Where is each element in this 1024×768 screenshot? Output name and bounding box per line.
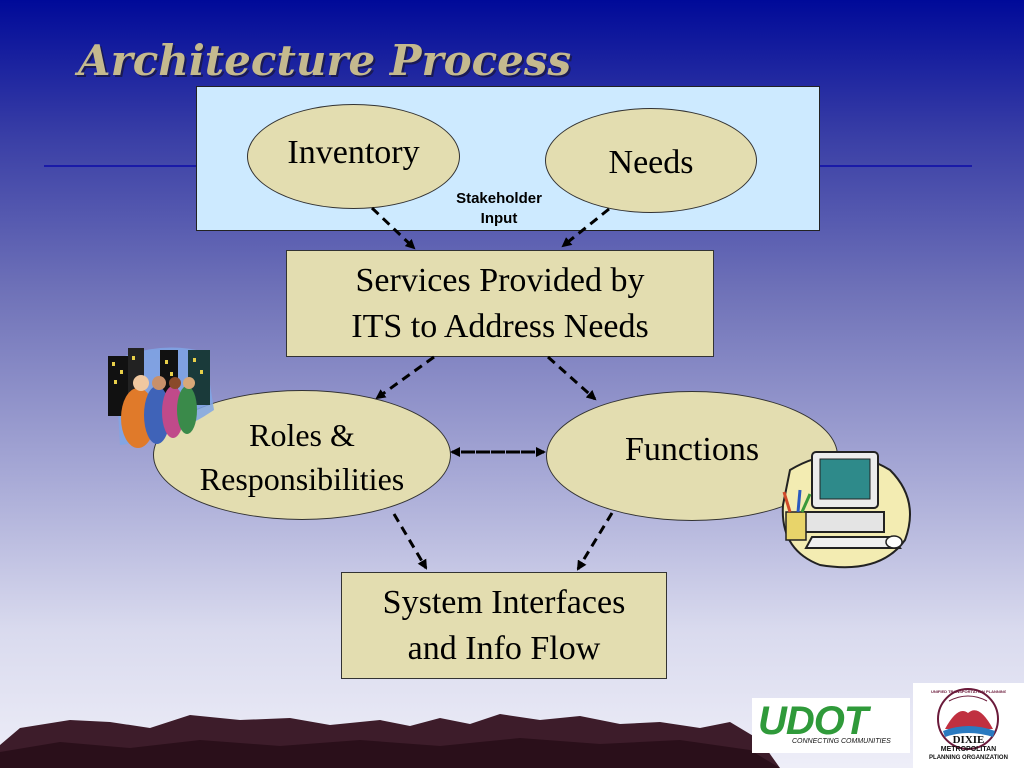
services-node: Services Provided by ITS to Address Need… — [286, 250, 714, 357]
dixie-sub2: PLANNING ORGANIZATION — [929, 755, 1008, 761]
title-rule-right — [818, 165, 972, 167]
dixie-sub1: METROPOLITAN — [940, 746, 997, 753]
roles-line2: Responsibilities — [199, 461, 405, 497]
roles-line1: Roles & — [249, 417, 355, 453]
arrow-services-to-roles — [375, 355, 435, 400]
functions-label: Functions — [624, 431, 760, 468]
dixie-name: DIXIE — [952, 734, 985, 746]
dixie-seal-icon — [937, 688, 999, 750]
arrow-inventory-to-services — [370, 206, 416, 250]
arrow-services-to-functions — [547, 355, 597, 401]
arrow-needs-to-services — [561, 207, 610, 248]
udot-tagline: CONNECTING COMMUNITIES — [792, 738, 891, 745]
services-line2: ITS to Address Needs — [351, 307, 649, 345]
title-rule-left — [44, 165, 196, 167]
stakeholder-input-line1: Stakeholder — [456, 190, 542, 207]
arrow-roles-to-interfaces — [392, 513, 428, 570]
interfaces-line1: System Interfaces — [382, 583, 626, 621]
inventory-label: Inventory — [287, 133, 420, 171]
slide-title: Architecture Process — [78, 36, 572, 85]
stakeholder-input-line2: Input — [480, 210, 518, 227]
stakeholder-input-label: Stakeholder Input — [440, 189, 558, 229]
dixie-arc-text: UNIFIED TRANSPORTATION PLANNING — [931, 689, 1006, 694]
interfaces-line2: and Info Flow — [407, 629, 601, 667]
arrow-functions-to-interfaces — [576, 512, 614, 571]
dixie-mpo-logo: UNIFIED TRANSPORTATION PLANNING DIXIE ME… — [913, 683, 1024, 768]
needs-label: Needs — [608, 143, 694, 181]
udot-logo-mark: UDOT — [758, 699, 868, 743]
services-line1: Services Provided by — [355, 261, 645, 299]
interfaces-node: System Interfaces and Info Flow — [341, 572, 667, 679]
udot-logo: UDOT CONNECTING COMMUNITIES — [752, 698, 910, 753]
needs-node: Needs — [545, 108, 757, 213]
inventory-node: Inventory — [247, 104, 460, 209]
